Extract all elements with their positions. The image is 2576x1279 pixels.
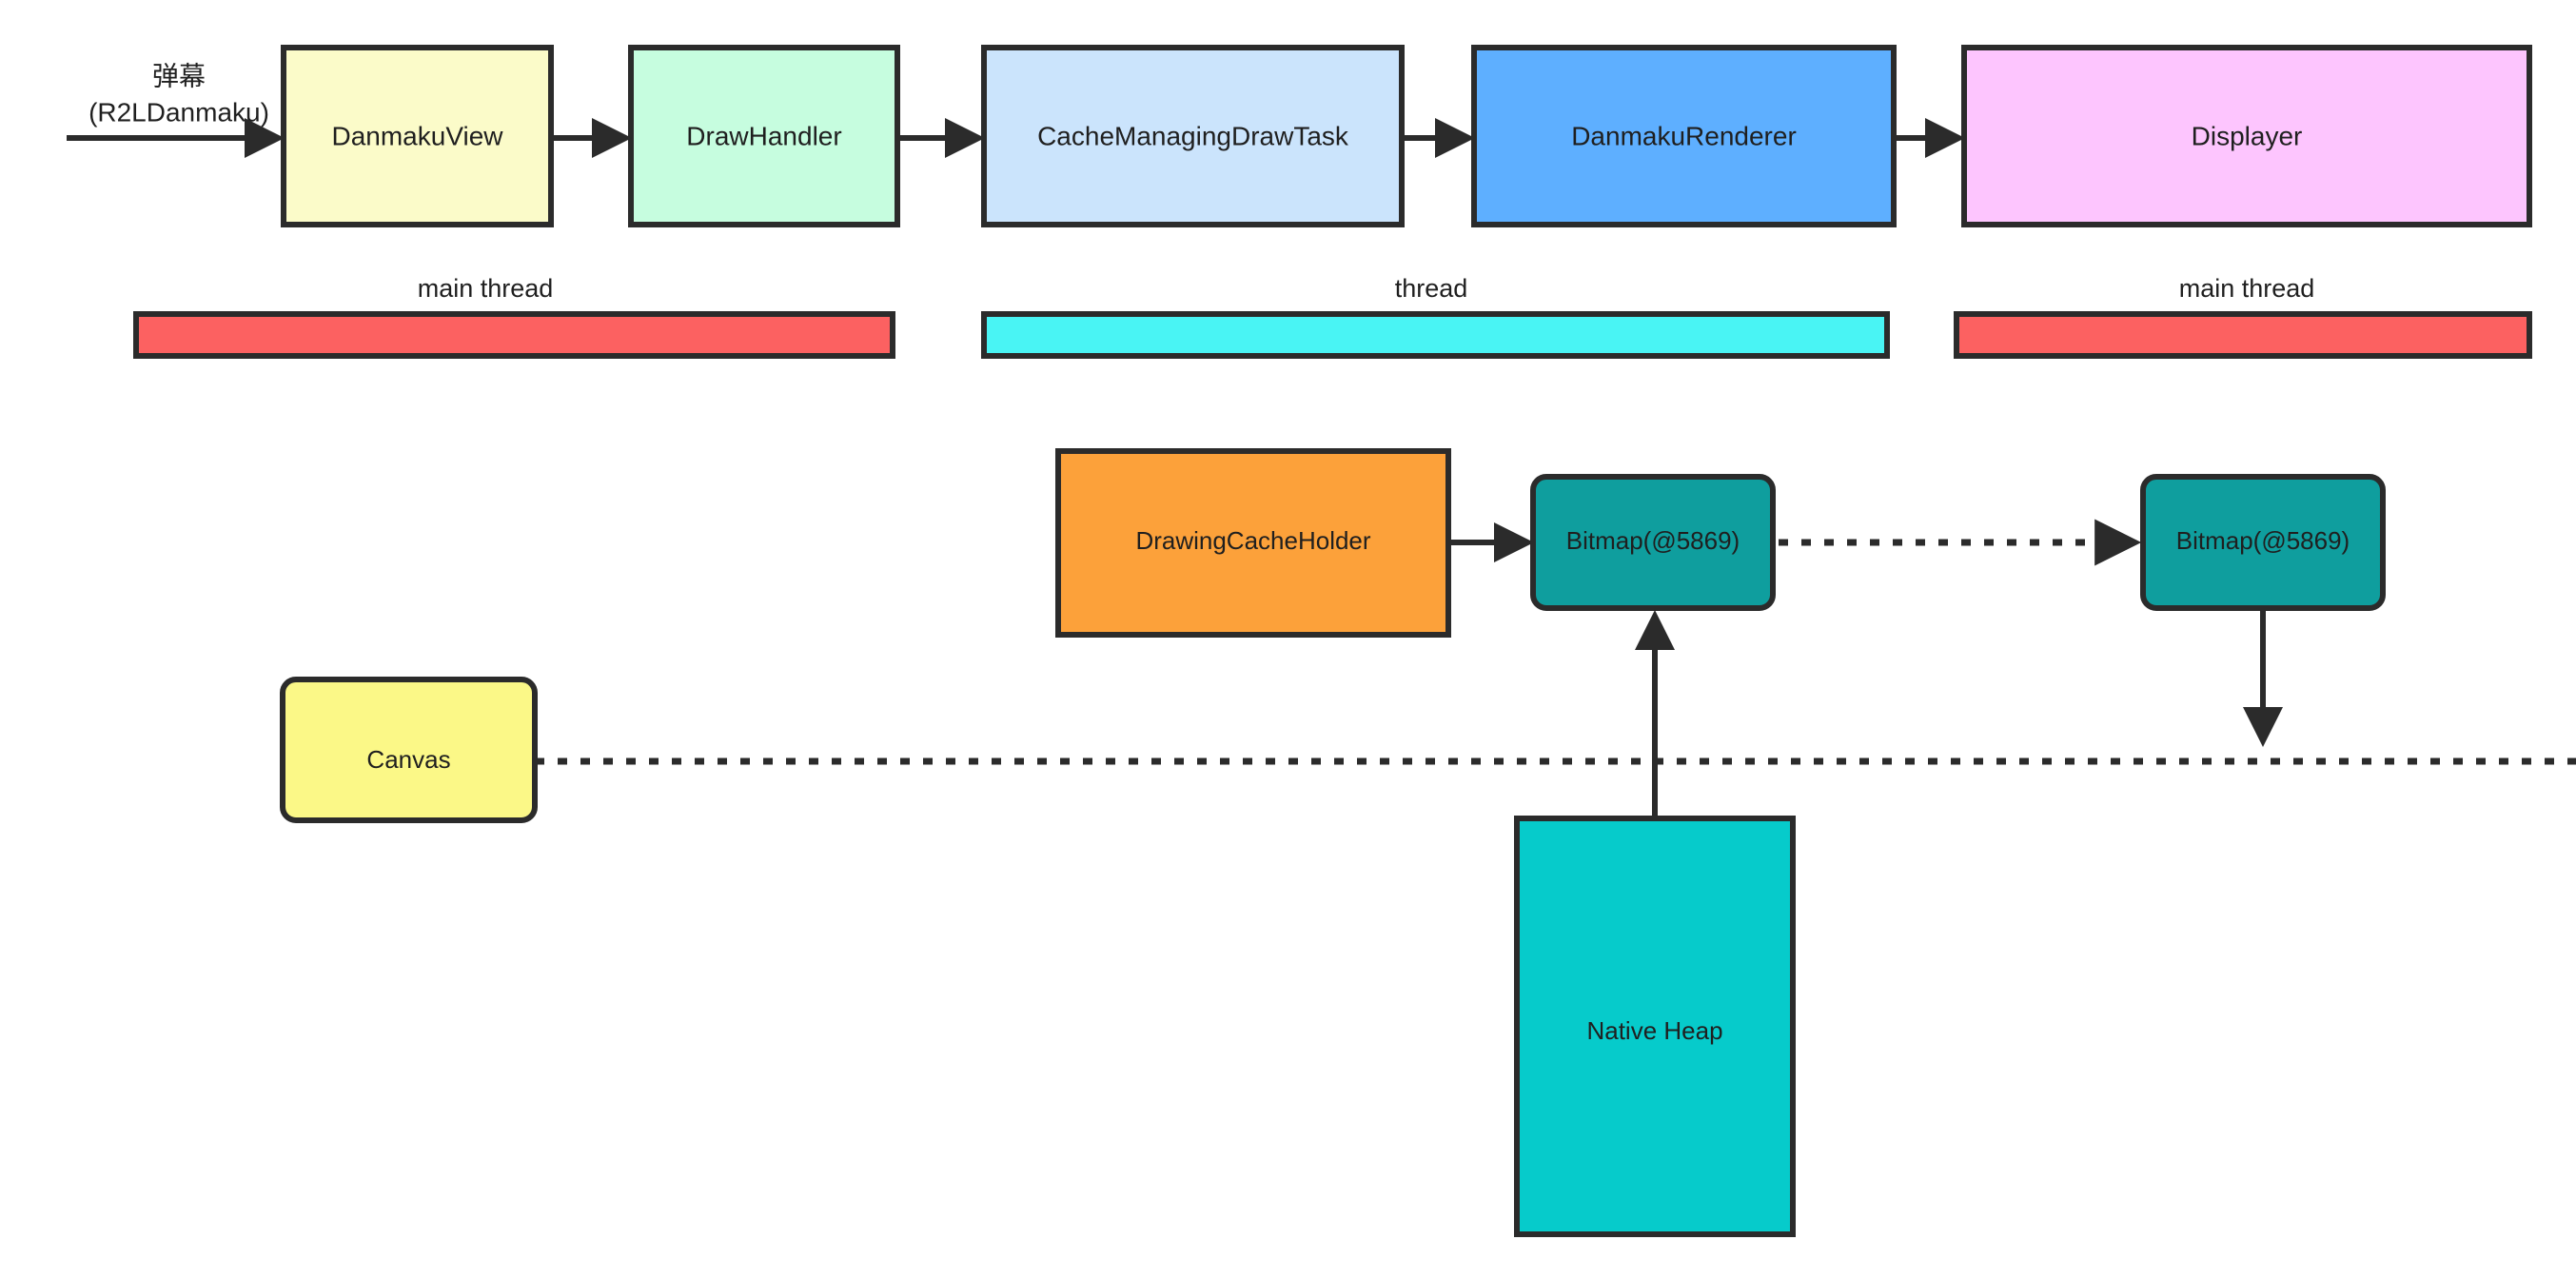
- node-bitmap-displayed[interactable]: [2140, 474, 2386, 611]
- node-cachemanagingdrawtask-label: CacheManagingDrawTask: [1037, 121, 1349, 150]
- source-label-line1: 弹幕: [152, 61, 206, 90]
- node-canvas-label: Canvas: [366, 745, 450, 774]
- thread-label-main-left: main thread: [418, 274, 554, 303]
- node-danmakuview[interactable]: [281, 45, 554, 227]
- node-native-heap[interactable]: [1514, 816, 1796, 1237]
- thread-bar-worker: [981, 311, 1890, 359]
- node-native-heap-label: Native Heap: [1586, 1016, 1722, 1045]
- node-drawingcacheholder-label: DrawingCacheHolder: [1135, 526, 1370, 555]
- node-drawhandler[interactable]: [628, 45, 900, 227]
- node-bitmap-cache[interactable]: [1530, 474, 1776, 611]
- node-drawhandler-label: DrawHandler: [686, 121, 841, 150]
- node-canvas[interactable]: [280, 677, 538, 823]
- thread-bar-main-right: [1954, 311, 2532, 359]
- node-displayer-label: Displayer: [2192, 121, 2303, 150]
- thread-label-main-right: main thread: [2179, 274, 2315, 303]
- node-drawingcacheholder[interactable]: [1055, 448, 1451, 638]
- thread-bar-main-left: [133, 311, 895, 359]
- thread-label-worker: thread: [1395, 274, 1468, 303]
- node-cachemanagingdrawtask[interactable]: [981, 45, 1405, 227]
- node-bitmap-cache-label: Bitmap(@5869): [1566, 526, 1740, 555]
- source-label-line2: (R2LDanmaku): [88, 97, 269, 127]
- node-danmakuview-label: DanmakuView: [331, 121, 503, 150]
- node-bitmap-displayed-label: Bitmap(@5869): [2176, 526, 2350, 555]
- node-danmakurenderer[interactable]: [1471, 45, 1897, 227]
- node-danmakurenderer-label: DanmakuRenderer: [1571, 121, 1797, 150]
